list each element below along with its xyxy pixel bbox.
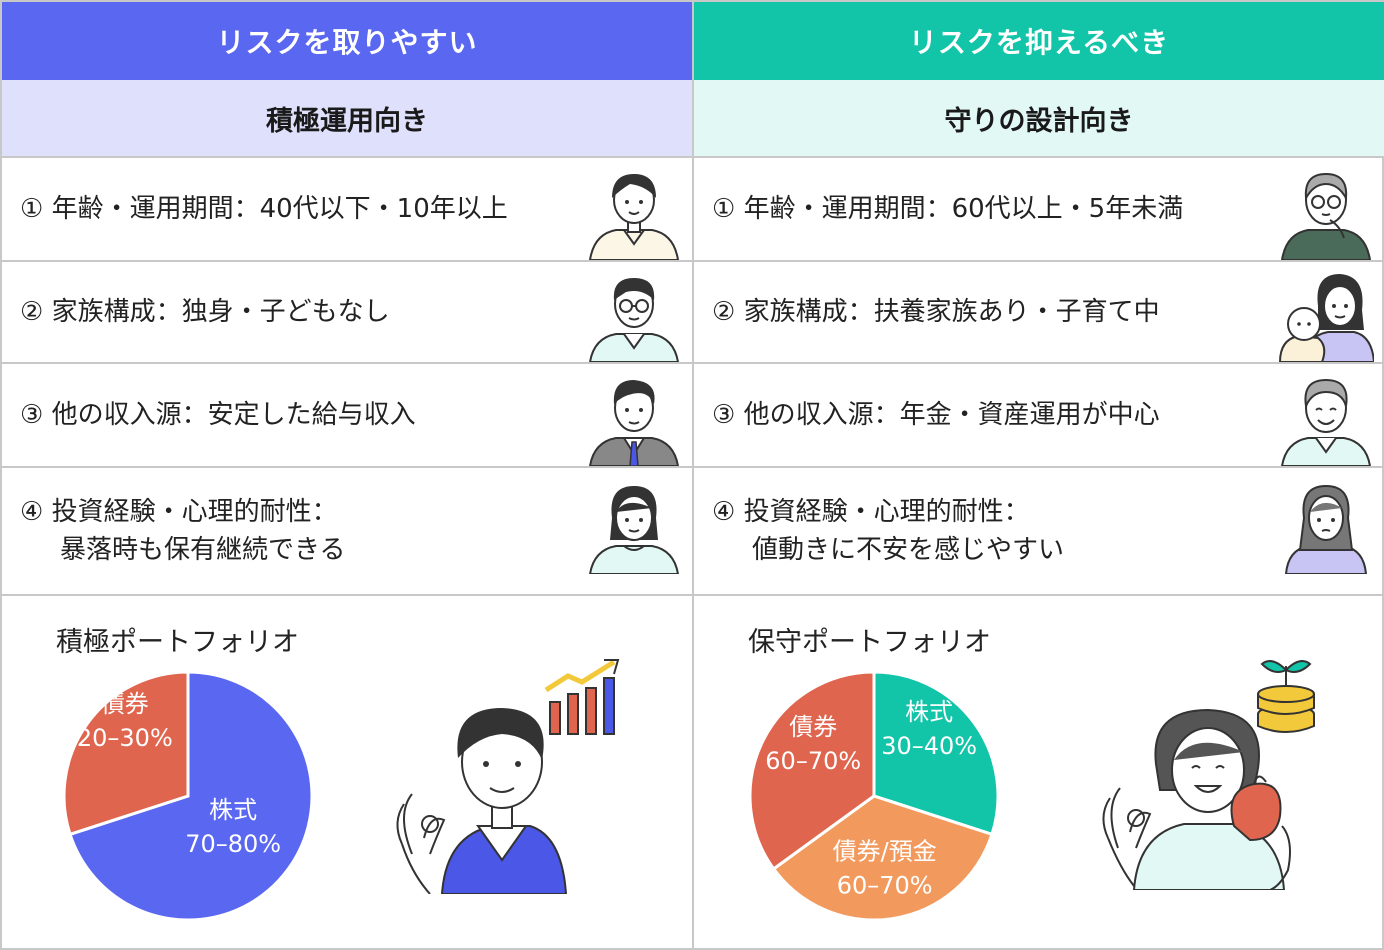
mother-baby-icon xyxy=(1278,274,1374,362)
woman-icon xyxy=(588,486,680,574)
portfolio-title: 保守ポートフォリオ xyxy=(748,627,991,658)
criteria-text: ④ 投資経験・心理的耐性： xyxy=(712,497,1030,527)
criteria-row: ④ 投資経験・心理的耐性： 暴落時も保有継続できる xyxy=(2,468,692,596)
criteria-row: ② 家族構成：独身・子どもなし xyxy=(2,262,692,364)
slice-name-label: 株式 xyxy=(905,698,953,726)
slice-value-label: 70–80% xyxy=(185,830,281,858)
pie-slice xyxy=(68,670,314,922)
slice-value-label: 30–40% xyxy=(881,732,977,760)
conservative-header: リスクを抑えるべき xyxy=(694,2,1384,80)
man-ok-sign-chart-icon xyxy=(396,659,620,894)
woman-worried-icon xyxy=(1284,484,1368,574)
slice-value-label: 60–70% xyxy=(837,871,933,899)
conservative-subheader: 守りの設計向き xyxy=(694,80,1384,158)
criteria-row: ① 年齢・運用期間：60代以上・5年未満 xyxy=(694,158,1384,262)
aggressive-column: リスクを取りやすい 積極運用向き ① 年齢・運用期間：40代以下・10年以上 ②… xyxy=(2,2,692,950)
criteria-row: ④ 投資経験・心理的耐性： 値動きに不安を感じやすい xyxy=(694,468,1384,596)
slice-name-label: 債券 xyxy=(789,713,837,741)
aggressive-header: リスクを取りやすい xyxy=(2,2,692,80)
slice-value-label: 20–30% xyxy=(77,724,173,752)
pie-slice xyxy=(748,670,876,871)
criteria-row: ② 家族構成：扶養家族あり・子育て中 xyxy=(694,262,1384,364)
aggressive-subheader: 積極運用向き xyxy=(2,80,692,158)
slice-value-label: 60–70% xyxy=(765,747,861,775)
pie-slice xyxy=(62,670,190,837)
criteria-row: ③ 他の収入源：安定した給与収入 xyxy=(2,364,692,468)
criteria-text: ① 年齢・運用期間：60代以上・5年未満 xyxy=(712,194,1184,224)
criteria-text: ③ 他の収入源：年金・資産運用が中心 xyxy=(712,400,1160,430)
slice-name-label: 株式 xyxy=(209,796,257,824)
criteria-text: ② 家族構成：扶養家族あり・子育て中 xyxy=(712,297,1160,327)
pie-slice xyxy=(771,794,994,922)
conservative-pie-chart: 株式 30–40% 債券/預金 60–70% 債券 60–70% xyxy=(748,670,1000,922)
slice-name-label: 債券/預金 xyxy=(833,837,937,865)
criteria-text: ③ 他の収入源：安定した給与収入 xyxy=(20,400,416,430)
criteria-text-line2: 暴落時も保有継続できる xyxy=(60,535,346,565)
criteria-row: ③ 他の収入源：年金・資産運用が中心 xyxy=(694,364,1384,468)
criteria-text: ① 年齢・運用期間：40代以下・10年以上 xyxy=(20,194,508,224)
criteria-text: ④ 投資経験・心理的耐性： xyxy=(20,497,338,527)
aggressive-pie-chart: 株式 70–80% 債券 20–30% xyxy=(62,670,314,922)
criteria-row: ① 年齢・運用期間：40代以下・10年以上 xyxy=(2,158,692,262)
businessman-icon xyxy=(588,380,680,466)
elderly-man-icon xyxy=(1280,172,1372,260)
criteria-text: ② 家族構成：独身・子どもなし xyxy=(20,297,390,327)
elderly-man-smiling-icon xyxy=(1280,378,1372,466)
young-man-glasses-icon xyxy=(588,278,680,362)
portfolio-title: 積極ポートフォリオ xyxy=(56,627,299,658)
pie-slice xyxy=(872,670,1000,837)
conservative-column: リスクを抑えるべき 守りの設計向き ① 年齢・運用期間：60代以上・5年未満 ②… xyxy=(692,2,1384,950)
young-woman-icon xyxy=(588,174,680,260)
criteria-text-line2: 値動きに不安を感じやすい xyxy=(752,535,1065,565)
woman-coin-purse-icon xyxy=(1102,660,1315,890)
aggressive-portfolio: 積極ポートフォリオ 株式 70–80% 債券 20–30% xyxy=(2,596,692,946)
conservative-portfolio: 保守ポートフォリオ 株式 30–40% 債券/預金 60–70% 債券 60–70% xyxy=(694,596,1384,946)
slice-name-label: 債券 xyxy=(101,690,149,718)
